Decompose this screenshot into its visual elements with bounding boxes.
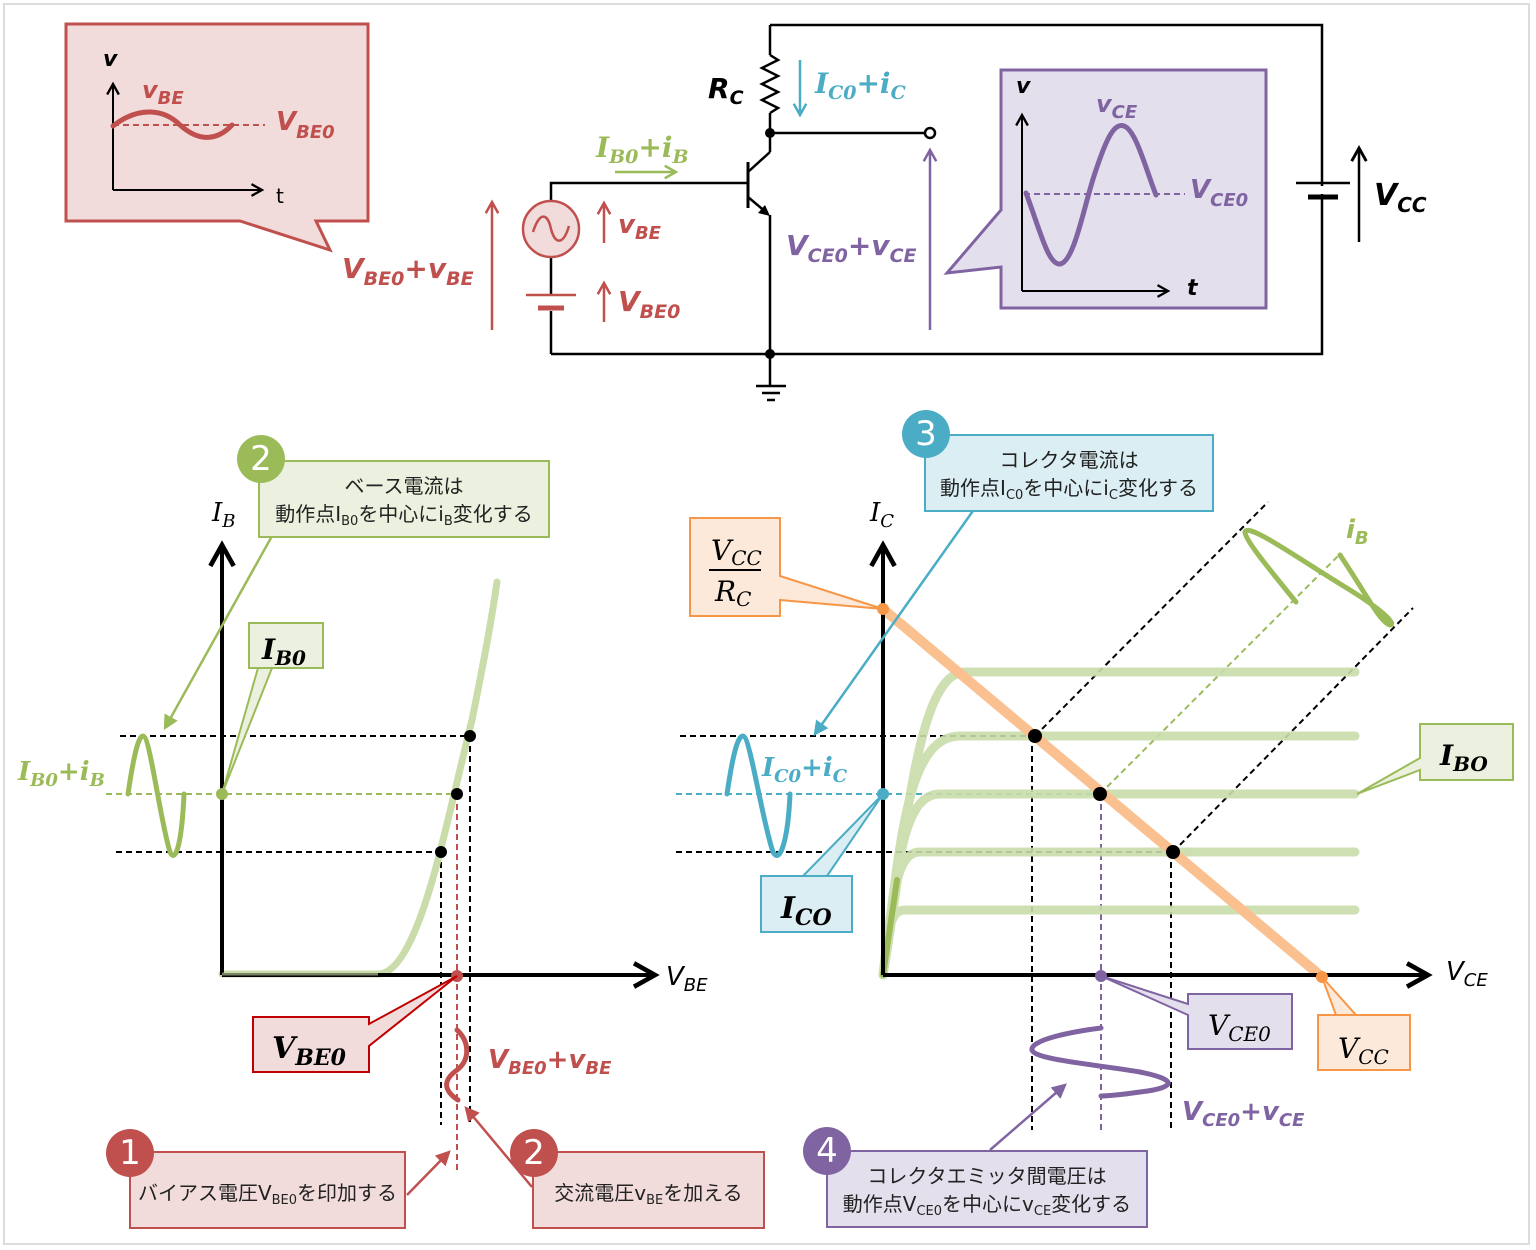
vbe-axis-label: VBE xyxy=(666,962,708,996)
note-2-ib: ベース電流は 動作点IB0を中心にiB変化する xyxy=(258,460,550,538)
op-point-q xyxy=(1093,787,1107,801)
vce0-label: VCE0 xyxy=(1190,175,1248,211)
vce-wave-label: VCE0+vCE xyxy=(1182,1097,1305,1131)
vbe0-callout xyxy=(252,975,458,1073)
vce-sine-wave xyxy=(1029,1025,1171,1099)
vce0-callout xyxy=(1100,975,1293,1050)
vcc-rc-callout xyxy=(689,517,884,617)
ic-wave-label: IC0+iC xyxy=(761,753,848,787)
vce-sine-wave xyxy=(1023,123,1159,267)
emitter-arrow-icon xyxy=(758,205,770,216)
vbe0-label: VBE0 xyxy=(276,107,335,143)
note-4-vce: コレクタエミッタ間電圧は 動作点VCE0を中心にvCE変化する xyxy=(826,1150,1148,1228)
ib-wave-label: iB xyxy=(1346,515,1369,549)
note2-pointer-arrow xyxy=(163,535,274,731)
note-2-ib-badge: 2 xyxy=(237,435,285,483)
note-4-vce-body: 動作点VCE0を中心にvCE変化する xyxy=(842,1192,1132,1219)
ac-source xyxy=(521,199,581,259)
note-2-ib-title: ベース電流は xyxy=(344,474,464,498)
note-1-bias: バイアス電圧VBE0を印加する xyxy=(129,1151,406,1229)
ib0-box-label: IB0 xyxy=(261,633,306,670)
note1-pointer-arrow xyxy=(406,1150,451,1196)
ib-axis-label: IB xyxy=(211,498,236,532)
ic-vce-curves xyxy=(878,667,1360,980)
v-axis-label: v xyxy=(1016,74,1031,99)
resistor-rc xyxy=(759,53,781,115)
op-point-min xyxy=(1166,845,1180,859)
note-2-ib-body: 動作点IB0を中心にiB変化する xyxy=(275,502,533,529)
note-2-ac-text: 交流電圧v xyxy=(554,1181,647,1205)
transistor-collector-lead xyxy=(747,151,771,173)
point-ib-min xyxy=(435,846,447,858)
input-characteristic-chart: IB VBE IB0+iB VBE0+vBE IB0 VBE0 xyxy=(17,498,708,1172)
input-waveform-callout: v t vBE VBE0 xyxy=(64,22,370,253)
guide-diag-top xyxy=(1034,501,1269,737)
ib0-box xyxy=(248,622,324,669)
v-axis-label: v xyxy=(103,47,118,72)
input-total-label: VBE0+vBE xyxy=(342,252,474,290)
ib-wave-label: IB0+iB xyxy=(17,757,105,791)
note-3-ic-body: 動作点IC0を中心にiC変化する xyxy=(940,476,1198,503)
vcc-rc-numerator: VCC xyxy=(711,534,762,570)
collector-current-label: IC0+iC xyxy=(814,67,906,104)
vbe-label: vBE xyxy=(142,76,184,109)
note2-pointer-arrow-red xyxy=(464,1106,533,1188)
vbe-sine-wave xyxy=(444,1027,470,1103)
output-total-label: VCE0+vCE xyxy=(786,229,917,267)
vce-label: vCE xyxy=(1096,90,1138,123)
note-4-vce-badge: 4 xyxy=(803,1127,851,1175)
note-2-ac: 交流電圧vBEを加える xyxy=(532,1151,765,1229)
ib0-right-callout xyxy=(1356,723,1514,795)
guide-diag-mid xyxy=(1099,553,1341,795)
output-terminal xyxy=(923,126,937,140)
vcc-label: VCC xyxy=(1374,178,1427,217)
vbe-source-label: vBE xyxy=(618,210,662,244)
note4-pointer-arrow xyxy=(989,1083,1067,1151)
note-1-badge: 1 xyxy=(106,1129,154,1177)
output-characteristic-chart: IC VCE IC0+iC iB VCE0+vCE VCC RC ICO IBO… xyxy=(676,498,1514,1151)
note-2-ac-badge: 2 xyxy=(510,1129,558,1177)
note-1-text: バイアス電圧V xyxy=(137,1181,272,1205)
note-3-ic-title: コレクタ電流は xyxy=(999,448,1139,472)
t-axis-label: t xyxy=(276,184,284,208)
op-point-max xyxy=(1028,729,1042,743)
ic0-box-label: ICO xyxy=(780,891,832,931)
sine-icon xyxy=(531,215,571,242)
image-frame xyxy=(3,3,1530,1245)
vbe-sine-wave xyxy=(110,109,235,140)
vcc-rc-denominator: RC xyxy=(714,575,751,611)
vcc-box-label: VCC xyxy=(1338,1032,1389,1069)
output-waveform-callout: v t vCE VCE0 xyxy=(943,68,1268,310)
ic-axis-label: IC xyxy=(869,498,894,532)
vbe-wave-label: VBE0+vBE xyxy=(488,1045,612,1079)
vce-axis-label: VCE xyxy=(1446,957,1488,991)
t-axis-label: t xyxy=(1187,276,1199,301)
point-ib-max xyxy=(464,730,476,742)
ib-diagonal-wave xyxy=(1242,527,1394,628)
vce0-box-label: VCE0 xyxy=(1208,1009,1271,1046)
vbe0-box-label: VBE0 xyxy=(272,1031,347,1071)
base-current-label: IB0+iB xyxy=(595,131,689,168)
ic-sine-wave xyxy=(724,733,793,858)
base-wire xyxy=(549,181,748,200)
point-ib0 xyxy=(451,788,463,800)
ib0-right-box-label: IBO xyxy=(1439,739,1488,776)
ib-sine-wave xyxy=(125,733,187,858)
rc-label: RC xyxy=(708,72,744,109)
vcc-gap xyxy=(1310,186,1334,194)
note-3-ic-badge: 3 xyxy=(902,410,950,458)
curve-ib5 xyxy=(878,667,1360,980)
vcc-callout xyxy=(1317,976,1411,1071)
saturation-edge xyxy=(880,877,900,978)
note3-pointer-arrow xyxy=(813,507,977,737)
guide-diag-bottom xyxy=(1172,607,1414,853)
collector-node xyxy=(765,128,775,138)
callout-bubble xyxy=(943,68,1268,310)
note-3-ic: コレクタ電流は 動作点IC0を中心にiC変化する xyxy=(924,434,1214,512)
note-4-vce-title: コレクタエミッタ間電圧は xyxy=(867,1164,1107,1188)
ic0-callout xyxy=(760,793,884,933)
vbe0-bias-label: VBE0 xyxy=(618,285,680,323)
